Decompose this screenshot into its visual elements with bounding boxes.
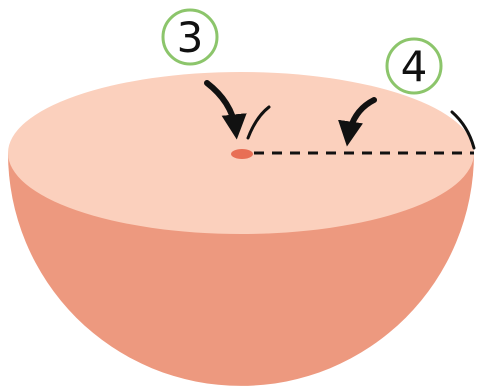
callout-3-ring [161,8,219,66]
center-point [231,149,253,159]
callout-4-label: 4 [401,42,428,91]
callout-4-ring [385,37,443,95]
arrow-to-center-point [204,80,247,140]
edge-tick-mark [450,110,476,150]
center-tick-mark [246,105,271,140]
callout-3-label: 3 [177,13,204,62]
arrow-to-radius-line [338,97,377,147]
